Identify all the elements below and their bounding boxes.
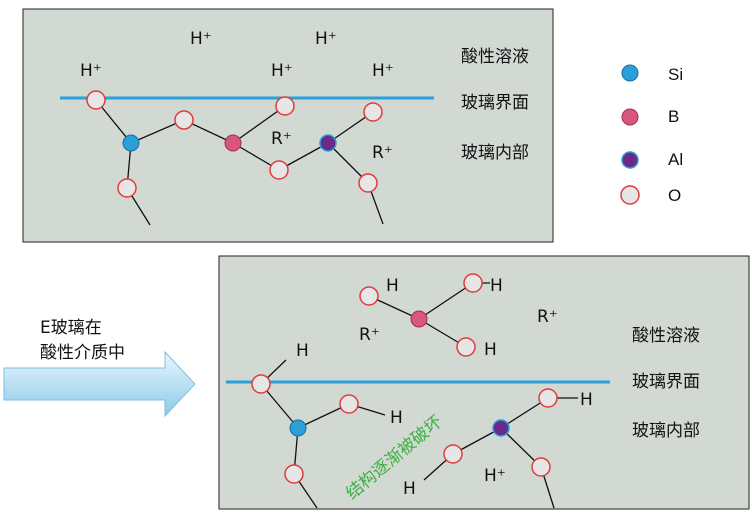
r-plus-label: R⁺ xyxy=(372,143,393,163)
boron-atom xyxy=(410,310,428,328)
r-plus-label: R⁺ xyxy=(359,325,380,345)
oxygen-atom xyxy=(443,444,463,464)
silicon-atom xyxy=(122,134,140,152)
hydrogen-label: H xyxy=(386,276,399,296)
top-panel: H⁺ H⁺ H⁺ H⁺ H⁺ R⁺ R⁺ 酸性溶液 玻璃界面 玻璃内部 xyxy=(22,8,554,243)
oxygen-atom xyxy=(358,173,378,193)
r-plus-label: R⁺ xyxy=(271,129,292,149)
silicon-atom xyxy=(289,419,307,437)
oxygen-atom xyxy=(456,337,476,357)
zone-label-glass-interior: 玻璃内部 xyxy=(461,143,529,163)
oxygen-atom xyxy=(117,178,137,198)
hydrogen-label: H xyxy=(490,276,503,296)
oxygen-atom xyxy=(531,457,551,477)
zone-label-acid-solution: 酸性溶液 xyxy=(461,47,529,67)
aluminum-atom xyxy=(319,134,337,152)
zone-label-glass-interface: 玻璃界面 xyxy=(632,372,700,392)
oxygen-atom xyxy=(86,90,106,110)
legend-swatch-o xyxy=(620,185,640,205)
legend-label-al: Al xyxy=(668,150,683,169)
oxygen-atom xyxy=(275,96,295,116)
bottom-panel: H H H H H H H H⁺ R⁺ R⁺ 酸性溶液 玻璃界面 玻璃内部 结构… xyxy=(218,255,750,510)
oxygen-atom xyxy=(339,394,359,414)
legend: Si B Al O xyxy=(620,64,683,205)
h-plus-label: H⁺ xyxy=(190,29,212,49)
oxygen-atom xyxy=(538,388,558,408)
zone-label-glass-interface: 玻璃界面 xyxy=(461,93,529,113)
zone-label-glass-interior: 玻璃内部 xyxy=(632,421,700,441)
h-plus-label: H⁺ xyxy=(315,29,337,49)
legend-label-si: Si xyxy=(668,65,683,84)
h-plus-label: H⁺ xyxy=(80,61,102,81)
hydrogen-label: H xyxy=(484,340,497,360)
legend-swatch-b xyxy=(621,108,639,126)
oxygen-atom xyxy=(251,374,271,394)
legend-swatch-si xyxy=(621,64,639,82)
h-plus-label: H⁺ xyxy=(372,61,394,81)
hydrogen-label: H xyxy=(390,408,403,428)
hydrogen-label: H xyxy=(580,390,593,410)
h-plus-label: H⁺ xyxy=(484,466,506,486)
boron-atom xyxy=(224,134,242,152)
h-plus-label: H⁺ xyxy=(271,61,293,81)
aluminum-atom xyxy=(492,419,510,437)
legend-label-b: B xyxy=(668,107,679,126)
legend-swatch-al xyxy=(621,151,639,169)
oxygen-atom xyxy=(363,102,383,122)
r-plus-label: R⁺ xyxy=(537,307,558,327)
arrow-label-line2: 酸性介质中 xyxy=(40,343,125,363)
legend-label-o: O xyxy=(668,186,681,205)
oxygen-atom xyxy=(174,110,194,130)
zone-label-acid-solution: 酸性溶液 xyxy=(632,326,700,346)
oxygen-atom xyxy=(359,286,379,306)
oxygen-atom xyxy=(269,160,289,180)
hydrogen-label: H xyxy=(403,479,416,499)
arrow-label-line1: E玻璃在 xyxy=(40,318,102,338)
hydrogen-label: H xyxy=(296,341,309,361)
oxygen-atom xyxy=(284,464,304,484)
oxygen-atom xyxy=(463,273,483,293)
right-arrow-icon xyxy=(3,350,196,418)
process-arrow: E玻璃在 酸性介质中 xyxy=(3,318,196,418)
